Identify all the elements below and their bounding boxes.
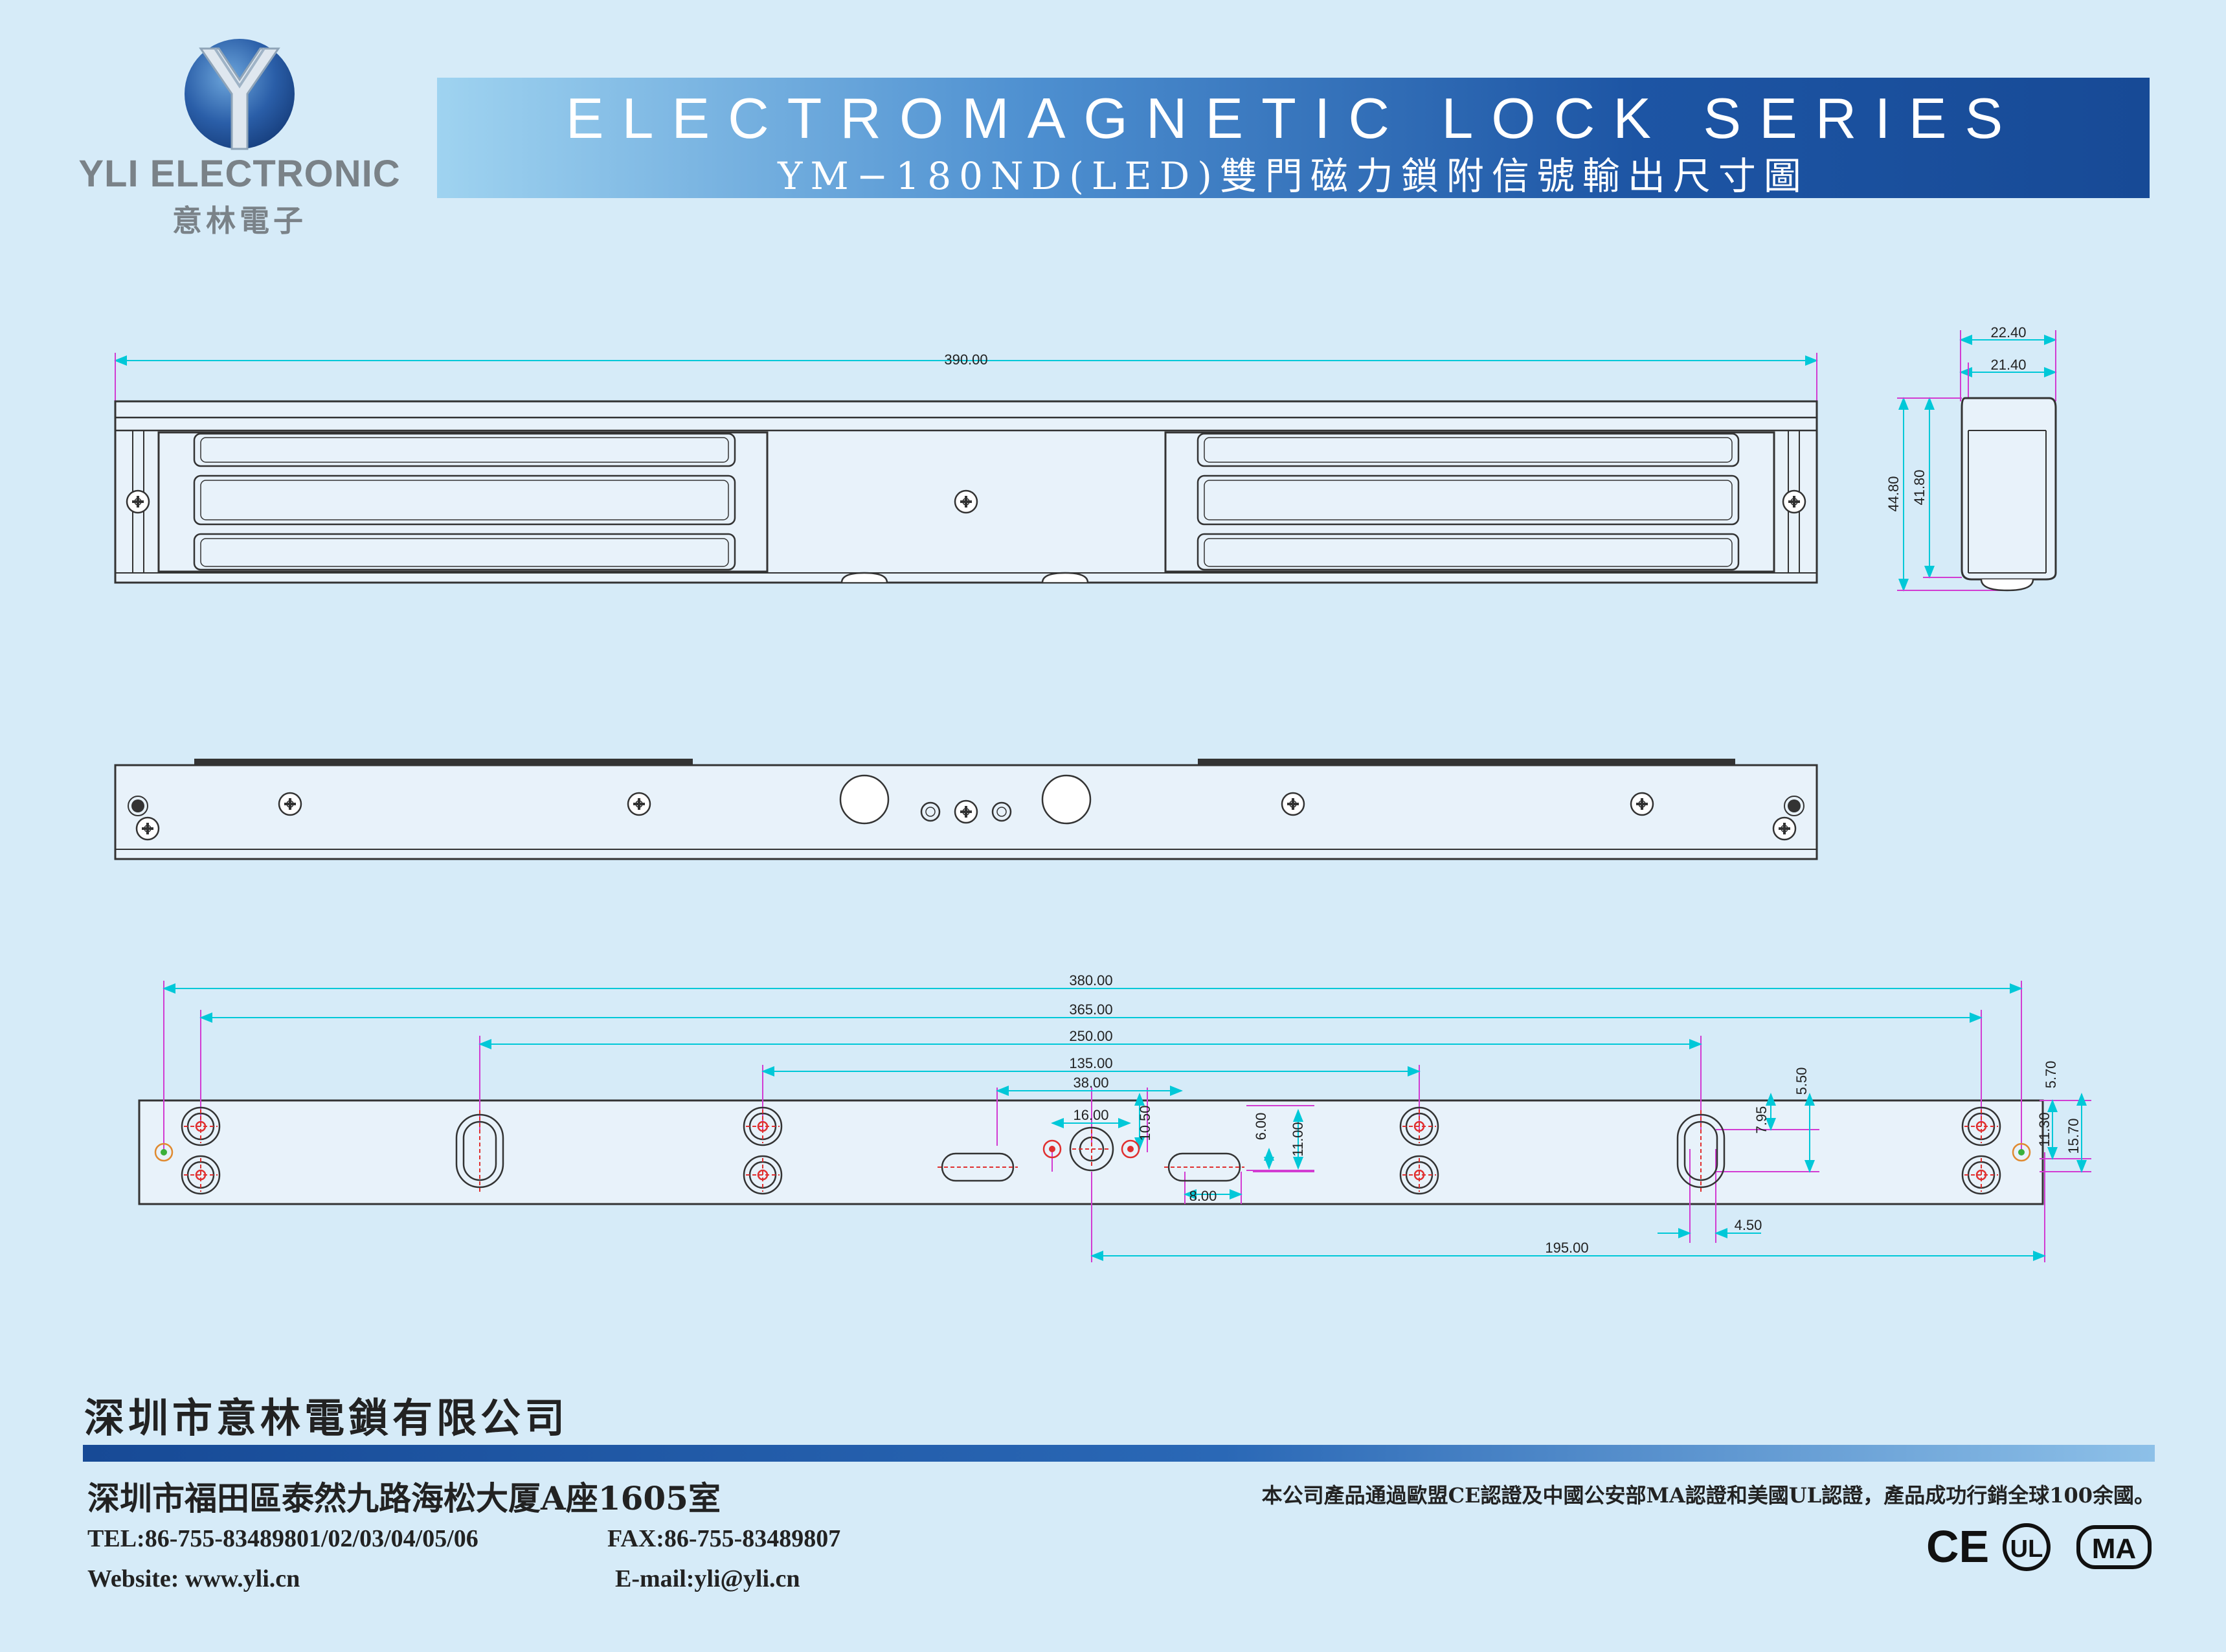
dim-38: 38.00 [1073, 1075, 1108, 1091]
screw-icon [126, 489, 150, 514]
dim-41-80: 41.80 [1911, 469, 1928, 505]
series-title: ELECTROMAGNETIC LOCK SERIES [565, 86, 2021, 150]
screw-icon [627, 792, 651, 816]
mounting-plate-view: 380.00 365.00 250.00 135.00 38.00 16.00 … [138, 972, 2091, 1262]
ce-mark-icon: CE [1926, 1521, 1989, 1572]
screw-icon [954, 799, 978, 824]
dim-11: 11.00 [1290, 1122, 1306, 1156]
front-view: 390.00 [114, 352, 1818, 584]
dim-5-70: 5.70 [2043, 1061, 2059, 1089]
dim-7-95: 7.95 [1753, 1106, 1770, 1134]
dim-6: 6.00 [1253, 1113, 1269, 1141]
ce-mark: CE [1926, 1521, 1989, 1572]
ul-mark-icon: UL [2003, 1523, 2051, 1571]
dim-8: 8.00 [1189, 1188, 1217, 1204]
dim-21-40: 21.40 [1990, 357, 2026, 373]
screw-icon [1772, 816, 1797, 841]
mounting-hole-icon [181, 1106, 221, 1146]
dim-365: 365.00 [1069, 1001, 1112, 1018]
dim-195: 195.00 [1545, 1240, 1588, 1256]
screw-icon [1630, 792, 1654, 816]
company-logo: YLI ELECTRONIC 意林電子 [78, 36, 401, 243]
screw-icon [1782, 489, 1806, 514]
certification-note: 本公司產品通過歐盟CE認證及中國公安部MA認證和美國UL認證，產品成功行銷全球1… [1261, 1483, 2155, 1508]
dim-135: 135.00 [1069, 1055, 1112, 1071]
footer-divider [83, 1445, 2155, 1462]
title-banner: ELECTROMAGNETIC LOCK SERIES YM−180ND(LED… [437, 78, 2150, 198]
brand-name: YLI ELECTRONIC [78, 153, 401, 195]
mounting-hole-icon [1961, 1155, 2001, 1195]
mounting-hole-icon [1961, 1106, 2001, 1146]
mounting-hole-icon [743, 1106, 783, 1146]
mounting-hole-icon [743, 1155, 783, 1195]
dim-380: 380.00 [1069, 972, 1112, 988]
ul-mark: UL [2010, 1535, 2043, 1563]
screw-icon [1281, 792, 1305, 816]
dim-15-70: 15.70 [2065, 1118, 2082, 1154]
website: Website: www.yli.cn [87, 1565, 300, 1592]
screw-icon [278, 792, 302, 816]
certification-marks: CE UL MA [1926, 1521, 2152, 1572]
model-subtitle: YM−180ND(LED)雙門磁力鎖附信號輸出尺寸圖 [778, 154, 1809, 198]
telephone: TEL:86-755-83489801/02/03/04/05/06 [87, 1525, 478, 1552]
mounting-hole-icon [181, 1155, 221, 1195]
fax-number: FAX:86-755-83489807 [607, 1525, 841, 1552]
ma-mark: MA [2092, 1533, 2136, 1565]
dim-390: 390.00 [944, 352, 987, 368]
dim-16: 16.00 [1073, 1107, 1108, 1123]
top-view [114, 759, 1818, 860]
company-address: 深圳市福田區泰然九路海松大厦A座1605室 [87, 1479, 721, 1517]
dim-22-40: 22.40 [1990, 324, 2026, 340]
screw-icon [135, 816, 160, 841]
dim-11-30: 11.30 [2036, 1112, 2052, 1146]
yli-globe-logo-icon [185, 39, 295, 150]
dim-250: 250.00 [1069, 1028, 1112, 1044]
dim-44-80: 44.80 [1885, 476, 1902, 511]
brand-name-cn: 意林電子 [172, 203, 307, 238]
dim-10-50: 10.50 [1137, 1105, 1153, 1141]
screw-icon [954, 489, 978, 514]
ma-mark-icon: MA [2076, 1525, 2152, 1569]
dim-4-50: 4.50 [1735, 1217, 1762, 1233]
dim-5-50: 5.50 [1793, 1067, 1810, 1095]
mounting-hole-icon [1399, 1106, 1439, 1146]
company-name: 深圳市意林電鎖有限公司 [84, 1394, 569, 1442]
email-address: E-mail:yli@yli.cn [615, 1565, 800, 1592]
mounting-hole-icon [1399, 1155, 1439, 1195]
side-view: 22.40 21.40 44.80 41.80 [1885, 324, 2057, 592]
